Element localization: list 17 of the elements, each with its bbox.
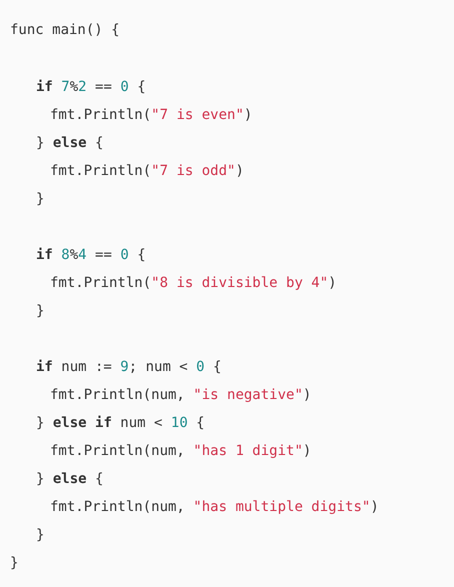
- code-line: fmt.Println(num, "has 1 digit"): [50, 442, 312, 460]
- code-line: }: [10, 554, 18, 572]
- code-line: fmt.Println(num, "is negative"): [50, 386, 312, 404]
- code-line: }: [36, 190, 44, 208]
- code-line: fmt.Println("8 is divisible by 4"): [50, 274, 337, 292]
- code-line: if num := 9; num < 0 {: [36, 358, 222, 376]
- code-line: }: [36, 526, 44, 544]
- code-line: fmt.Println(num, "has multiple digits"): [50, 498, 379, 516]
- code-line: } else {: [36, 134, 104, 152]
- code-line: func main() {: [10, 21, 120, 39]
- code-line: } else {: [36, 470, 104, 488]
- code-line: }: [36, 302, 44, 320]
- code-line: if 7%2 == 0 {: [36, 78, 146, 96]
- code-line: } else if num < 10 {: [36, 414, 205, 432]
- code-line: fmt.Println("7 is odd"): [50, 162, 244, 180]
- code-line: fmt.Println("7 is even"): [50, 106, 252, 124]
- code-line: if 8%4 == 0 {: [36, 246, 146, 264]
